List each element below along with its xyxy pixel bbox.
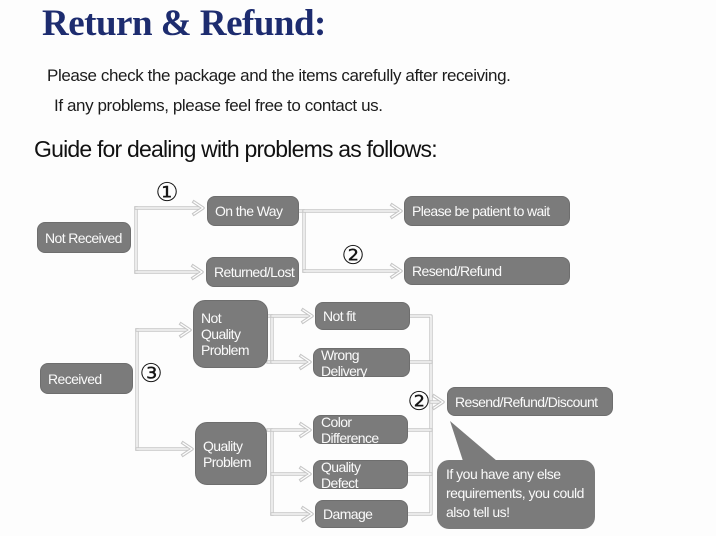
- page-title: Return & Refund:: [42, 3, 326, 44]
- flow-node-not-quality-problem: Not Quality Problem: [193, 300, 268, 368]
- flow-node-not-received: Not Received: [37, 222, 131, 253]
- flow-node-color-difference: Color Difference: [313, 414, 408, 446]
- flow-node-quality-defect: Quality Defect: [313, 459, 408, 491]
- flow-node-returned-lost: Returned/Lost: [206, 257, 299, 287]
- flow-node-resend-refund: Resend/Refund: [404, 257, 570, 285]
- flow-node-received: Received: [40, 363, 133, 394]
- guide-heading: Guide for dealing with problems as follo…: [34, 136, 438, 162]
- intro-line-1: Please check the package and the items c…: [47, 66, 511, 85]
- flow-node-quality-problem: Quality Problem: [195, 422, 267, 485]
- flow-node-damage: Damage: [315, 500, 408, 528]
- circled-marker-step-1: ①: [155, 178, 179, 208]
- flow-node-please-be-patient-to-wait: Please be patient to wait: [404, 196, 570, 226]
- bubble-tail: [450, 421, 497, 461]
- circled-marker-step-2-bottom: ②: [407, 387, 431, 417]
- flow-node-on-the-way: On the Way: [207, 196, 299, 226]
- note-speech-bubble: If you have any else requirements, you c…: [437, 460, 595, 529]
- flow-node-not-fit: Not fit: [315, 302, 410, 330]
- flow-node-resend-refund-discount: Resend/Refund/Discount: [447, 387, 613, 416]
- flow-node-wrong-delivery: Wrong Delivery: [313, 347, 410, 379]
- intro-line-2: If any problems, please feel free to con…: [54, 96, 383, 115]
- circled-marker-step-2-top: ②: [341, 241, 365, 271]
- circled-marker-step-3: ③: [139, 359, 163, 389]
